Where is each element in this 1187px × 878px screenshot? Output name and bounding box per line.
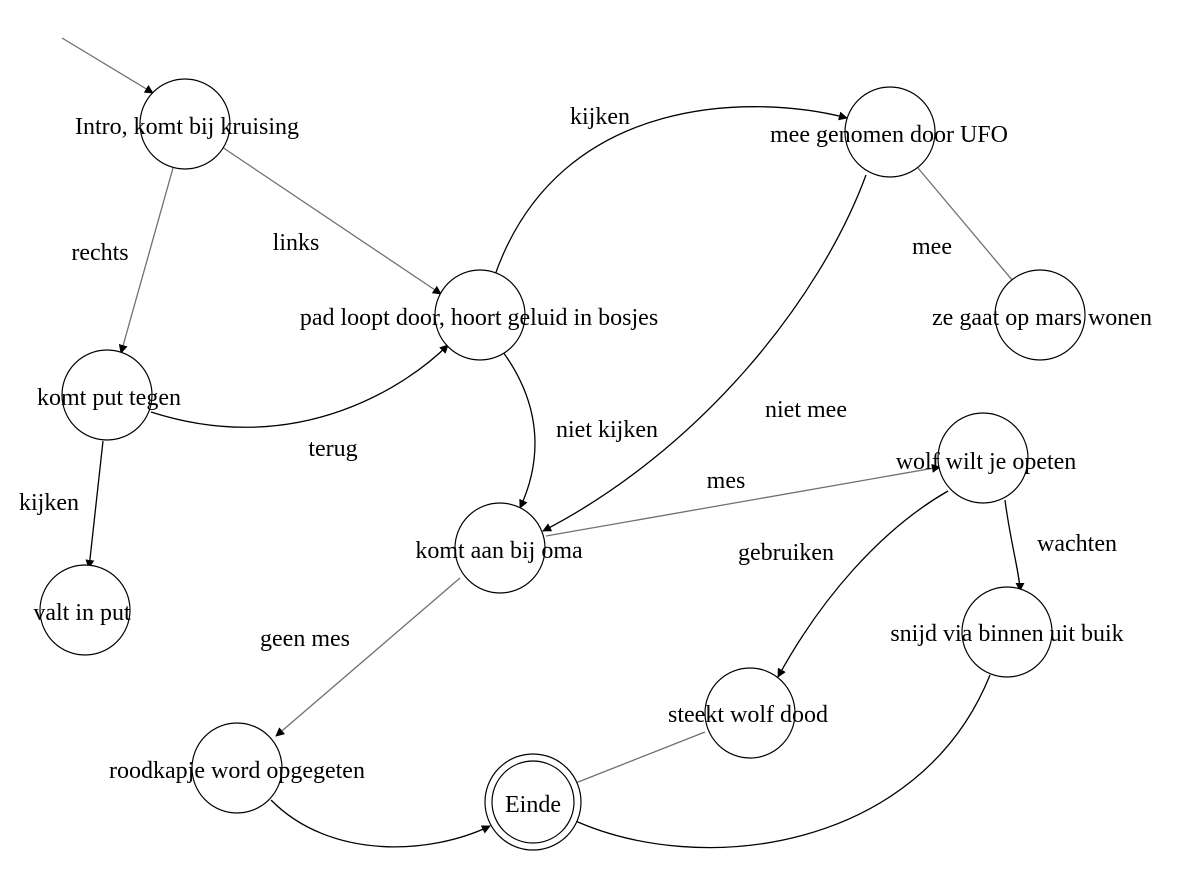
edge-label-ufo-mars: mee (912, 234, 952, 260)
edge-label-put-pad: terug (308, 436, 357, 462)
state-node-put: komt put tegen (37, 349, 181, 441)
edge-oma-wolf (545, 463, 941, 537)
state-circle-intro (139, 78, 231, 170)
edge-label-ufo-oma: niet mee (765, 397, 847, 423)
nodes-layer: Intro, komt bij kruising pad loopt door, … (33, 78, 1152, 851)
edge-steekt-einde (567, 731, 706, 788)
edge-put-valt (85, 440, 104, 569)
state-label-steekt: steekt wolf dood (668, 702, 828, 728)
edge-wolf-steekt (777, 490, 949, 678)
edge-label-pad-oma: niet kijken (556, 417, 658, 443)
state-label-intro: Intro, komt bij kruising (75, 114, 299, 140)
state-node-snijd: snijd via binnen uit buik (890, 586, 1124, 678)
state-circle-valt (39, 564, 131, 656)
state-circle-wolf (937, 412, 1029, 504)
state-label-put: komt put tegen (37, 385, 181, 411)
state-node-pad: pad loopt door, hoort geluid in bosjes (300, 269, 658, 361)
edge-labels-layer: links rechts terug kijken kijken niet kijken m… (19, 104, 1117, 652)
state-circle-ufo (844, 86, 936, 178)
edge-label-wolf-steekt: gebruiken (738, 540, 834, 566)
edge-pad-oma (502, 351, 536, 509)
state-label-mars: ze gaat op mars wonen (932, 305, 1152, 331)
state-label-ufo: mee genomen door UFO (770, 122, 1008, 148)
edge-intro-put (118, 167, 174, 354)
edge-opgegeten-einde (270, 799, 491, 848)
edge-snijd-einde (568, 674, 991, 849)
state-label-einde: Einde (505, 792, 561, 818)
edges-layer (61, 37, 1025, 849)
state-node-mars: ze gaat op mars wonen (932, 269, 1152, 361)
state-node-oma: komt aan bij oma (415, 502, 583, 594)
state-circle-snijd (961, 586, 1053, 678)
state-circle-put (61, 349, 153, 441)
edge-wolf-snijd (1004, 499, 1025, 592)
state-node-einde: Einde (484, 753, 582, 851)
edge-intro-pad (221, 146, 442, 295)
state-label-pad: pad loopt door, hoort geluid in bosjes (300, 305, 658, 331)
edge-label-wolf-snijd: wachten (1037, 531, 1117, 557)
state-label-snijd: snijd via binnen uit buik (890, 621, 1123, 647)
edge-put-pad (150, 344, 449, 428)
edge-label-intro-put: rechts (71, 240, 128, 266)
state-node-steekt: steekt wolf dood (668, 667, 828, 759)
state-circle-mars (994, 269, 1086, 361)
edge-pad-ufo (494, 106, 848, 276)
state-node-ufo: mee genomen door UFO (770, 86, 1008, 178)
state-label-valt: valt in put (33, 600, 131, 626)
state-label-wolf: wolf wilt je opeten (896, 449, 1077, 475)
edge-start (61, 37, 154, 94)
edge-label-intro-pad: links (273, 230, 320, 256)
final-state-inner-circle (491, 760, 575, 844)
state-label-oma: komt aan bij oma (415, 538, 583, 564)
state-node-intro: Intro, komt bij kruising (75, 78, 299, 170)
edge-label-oma-opgegeten: geen mes (260, 626, 350, 652)
edge-label-oma-wolf: mes (707, 468, 746, 494)
state-node-opgegeten: roodkapje word opgegeten (109, 722, 365, 814)
state-circle-steekt (704, 667, 796, 759)
state-circle-oma (454, 502, 546, 594)
edge-ufo-oma (542, 174, 867, 532)
state-node-valt: valt in put (33, 564, 131, 656)
state-circle-opgegeten (191, 722, 283, 814)
state-node-wolf: wolf wilt je opeten (896, 412, 1077, 504)
edge-label-put-valt: kijken (19, 490, 79, 516)
edge-oma-opgegeten (275, 577, 461, 737)
state-circle-pad (434, 269, 526, 361)
edge-label-pad-ufo: kijken (570, 104, 630, 130)
state-label-opgegeten: roodkapje word opgegeten (109, 758, 365, 784)
edge-ufo-mars (917, 167, 1019, 288)
